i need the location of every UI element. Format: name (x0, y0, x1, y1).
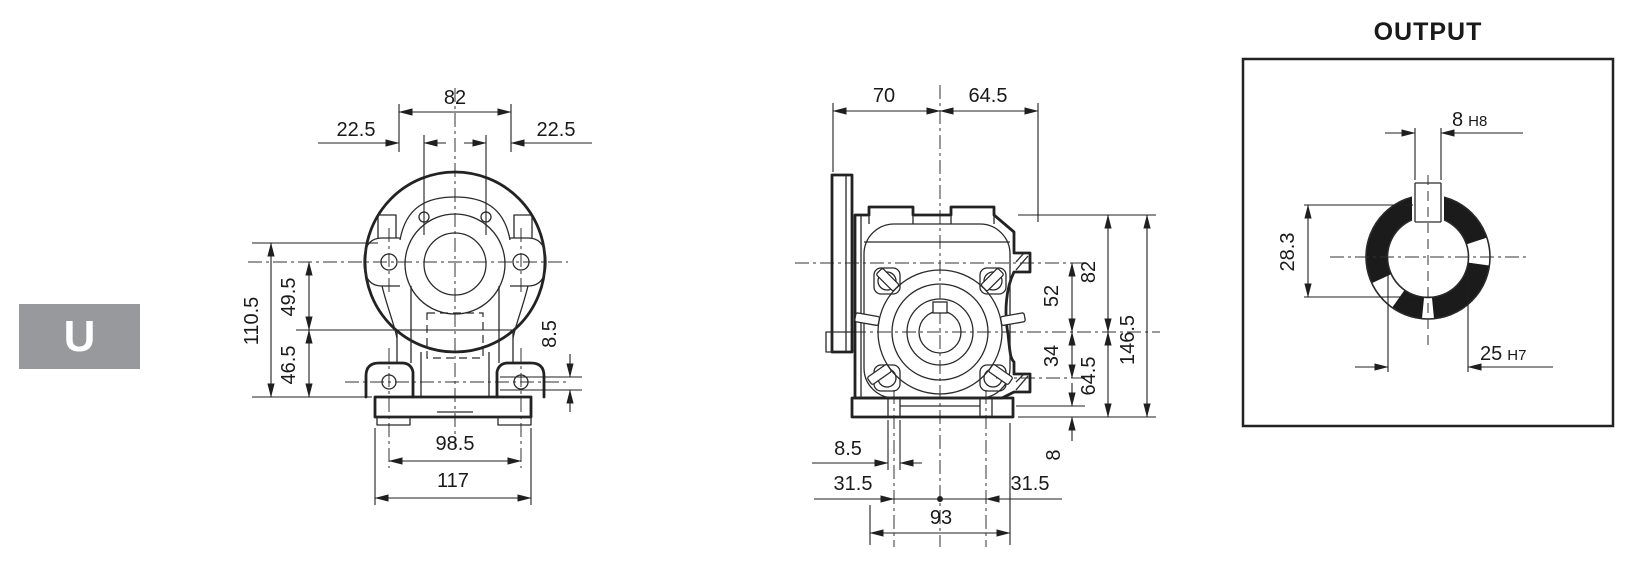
dim-front-top-width: 82 (444, 87, 466, 109)
series-label-tab: U (19, 304, 140, 369)
output-detail-frame (1241, 57, 1615, 428)
front-foot-hole-right (513, 374, 529, 390)
dim-side-foot-height: 8 (1043, 449, 1065, 460)
side-input-flange (830, 173, 854, 354)
side-body (853, 205, 1032, 400)
dim-front-base-width: 117 (437, 470, 469, 492)
dim-side-height-total: 146.5 (1117, 315, 1139, 365)
side-base (850, 396, 1015, 419)
dim-output-key-depth: 28.3 (1277, 233, 1299, 272)
side-face-plate (863, 223, 1011, 399)
dim-front-foot-offset: 8.5 (539, 320, 561, 348)
series-label: U (63, 311, 96, 361)
front-hidden-cavity (426, 312, 484, 359)
front-lug-hole-left (380, 253, 398, 271)
dim-front-offset-left: 22.5 (337, 119, 376, 141)
dim-side-axis-lug: 34 (1041, 345, 1063, 367)
dim-side-axis-face: 64.5 (969, 85, 1008, 107)
front-output-hub (404, 213, 506, 315)
dim-side-slot-offset-right: 31.5 (1011, 473, 1050, 495)
dim-side-axis-base: 64.5 (1078, 357, 1100, 396)
side-dimensions: 70 64.5 52 34 82 64.5 146.5 8.5 (812, 85, 1156, 545)
side-hub-outer (877, 269, 1003, 395)
dim-front-height-total: 110.5 (241, 297, 263, 346)
front-base (373, 395, 533, 419)
output-title: OUTPUT (1374, 18, 1483, 46)
dim-front-foot-holes: 98.5 (436, 433, 475, 455)
front-foot-hole-left (381, 374, 397, 390)
dim-front-axis-lower: 49.5 (278, 278, 300, 317)
dim-side-flange-axis: 70 (873, 85, 895, 107)
dim-side-slot-offset-left: 31.5 (834, 473, 873, 495)
side-keyway (932, 301, 948, 314)
dim-side-axis-distance: 52 (1041, 285, 1063, 307)
front-dimensions: 82 22.5 22.5 110.5 49.5 46.5 8 (241, 87, 592, 505)
side-view: 70 64.5 52 34 82 64.5 146.5 8.5 (795, 85, 1160, 547)
front-lug-hole-right (512, 253, 530, 271)
dim-side-slot-span: 93 (930, 507, 952, 529)
dim-front-offset-right: 22.5 (537, 119, 576, 141)
front-output-bore (423, 232, 487, 296)
front-housing-circle (363, 170, 547, 354)
dim-side-slot-width: 8.5 (834, 438, 862, 460)
dim-side-top-axis: 82 (1078, 261, 1100, 283)
front-view: 82 22.5 22.5 110.5 49.5 46.5 8 (241, 87, 592, 505)
dim-front-lower-base: 46.5 (278, 346, 300, 385)
